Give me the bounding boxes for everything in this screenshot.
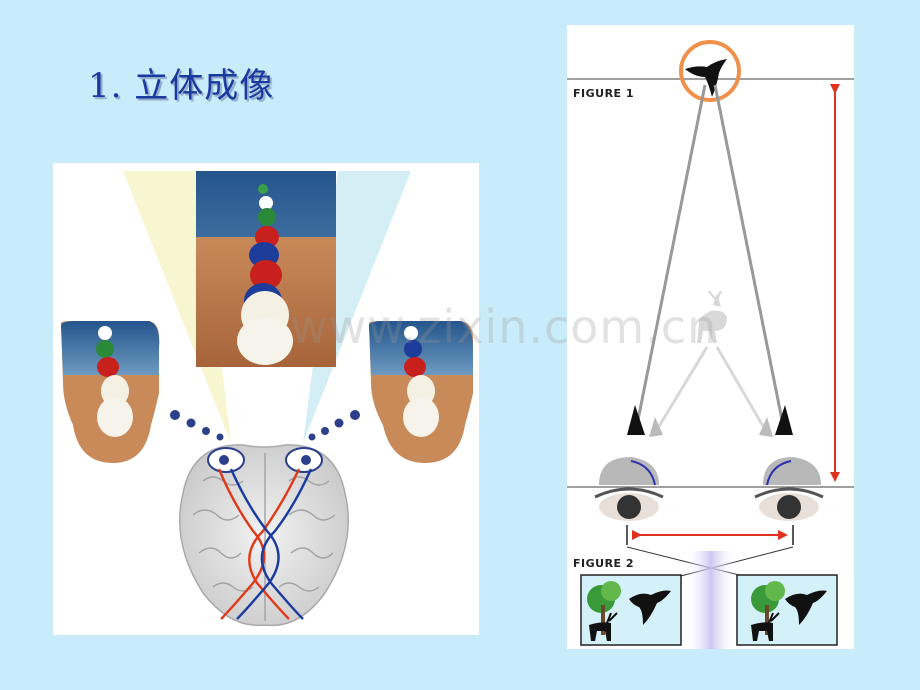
binocular-figure: FIGURE 1 FIGURE 2 [567, 25, 854, 649]
left-eyeball [207, 447, 245, 473]
right-eye [754, 457, 824, 521]
stereo-vision-illustration [53, 163, 479, 635]
left-eye-image [61, 321, 160, 463]
right-stereo-picture [736, 574, 838, 646]
brain [178, 444, 350, 627]
binocular-geometry [567, 40, 854, 649]
slide-title: 1. 立体成像 [88, 66, 275, 106]
right-eye-image [369, 321, 473, 463]
deer-silhouette [697, 290, 727, 343]
left-stereo-picture [580, 574, 682, 646]
optic-nerve-red-right [248, 468, 301, 620]
right-eyeball [285, 447, 323, 473]
sight-line-right [713, 84, 787, 436]
target-circle [679, 40, 741, 102]
combined-3d-image [196, 171, 336, 367]
optic-nerve-blue-left [229, 468, 280, 620]
brain-diagram [61, 171, 473, 627]
left-dots [170, 410, 224, 441]
sight-line-left [633, 84, 707, 436]
optic-nerve-blue-right [260, 468, 313, 620]
bird-silhouette [685, 59, 727, 97]
left-eye [594, 457, 664, 521]
right-dots [308, 410, 360, 441]
figure-1-label: FIGURE 1 [573, 87, 635, 100]
figure-2-label: FIGURE 2 [573, 557, 635, 570]
